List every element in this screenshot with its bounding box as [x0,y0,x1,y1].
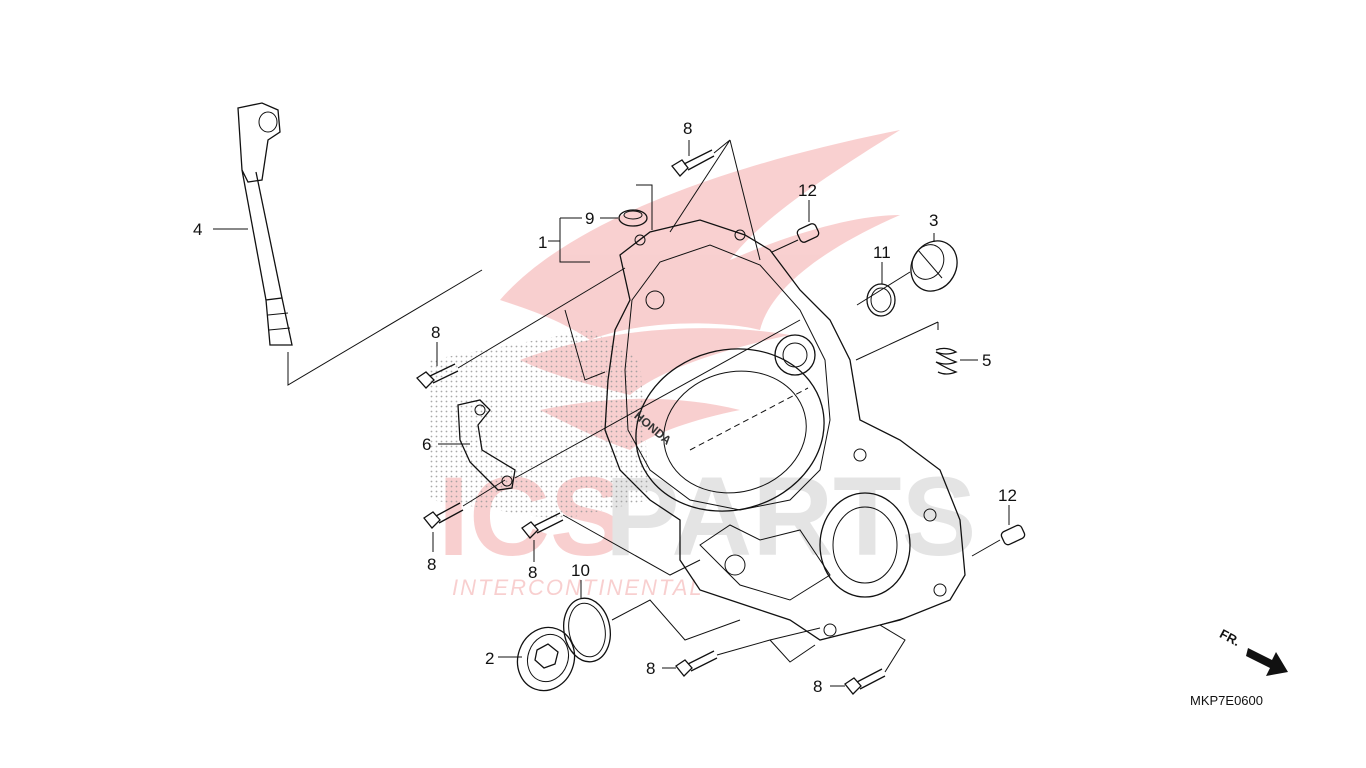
callout-8-center: 8 [528,563,537,582]
callout-8-left-upper: 8 [431,323,440,342]
watermark-tagline: INTERCONTINENTAL [452,575,704,600]
callout-4: 4 [193,220,202,239]
callout-3: 3 [929,211,938,230]
part-dowel-pin-top [771,200,820,253]
callout-8-bottom-right: 8 [813,677,822,696]
part-bolt-center [521,512,701,576]
callout-12-right: 12 [998,486,1017,505]
part-bolt-top [669,139,761,261]
callout-8-top: 8 [683,119,692,138]
callout-9: 9 [585,209,594,228]
center-line [689,387,809,451]
diagram-code: MKP7E0600 [1190,693,1263,708]
callout-10: 10 [571,561,590,580]
callout-2: 2 [485,649,494,668]
callout-6: 6 [422,435,431,454]
callout-8-bottom-center: 8 [646,659,655,678]
part-plate [438,319,801,491]
callouts: 1 2 3 4 5 6 8 8 8 8 8 8 9 10 11 12 12 [193,119,1017,696]
part-shift-shaft [213,102,483,386]
front-label: FR. [1217,626,1243,649]
callout-8-left-lower: 8 [427,555,436,574]
front-indicator: FR. [1217,626,1288,676]
callout-1: 1 [538,233,547,252]
part-spring [855,321,978,375]
shaded-area [430,330,650,520]
part-plug-cap [498,626,576,692]
part-dowel-pin-right [971,505,1026,557]
part-o-ring-large [563,580,741,663]
front-arrow-icon [1246,648,1288,676]
part-bolt-bottom-center [662,627,821,677]
part-o-ring-small [866,262,896,317]
callout-5: 5 [982,351,991,370]
part-bolt-left-lower [423,479,506,552]
callout-11: 11 [873,243,891,262]
watermark-logo-right: PARTS [605,454,976,579]
part-oil-seal [600,184,653,230]
part-bolt-left-upper [416,267,626,389]
part-bolt-bottom-right [830,617,906,695]
callout-12-top: 12 [798,181,817,200]
